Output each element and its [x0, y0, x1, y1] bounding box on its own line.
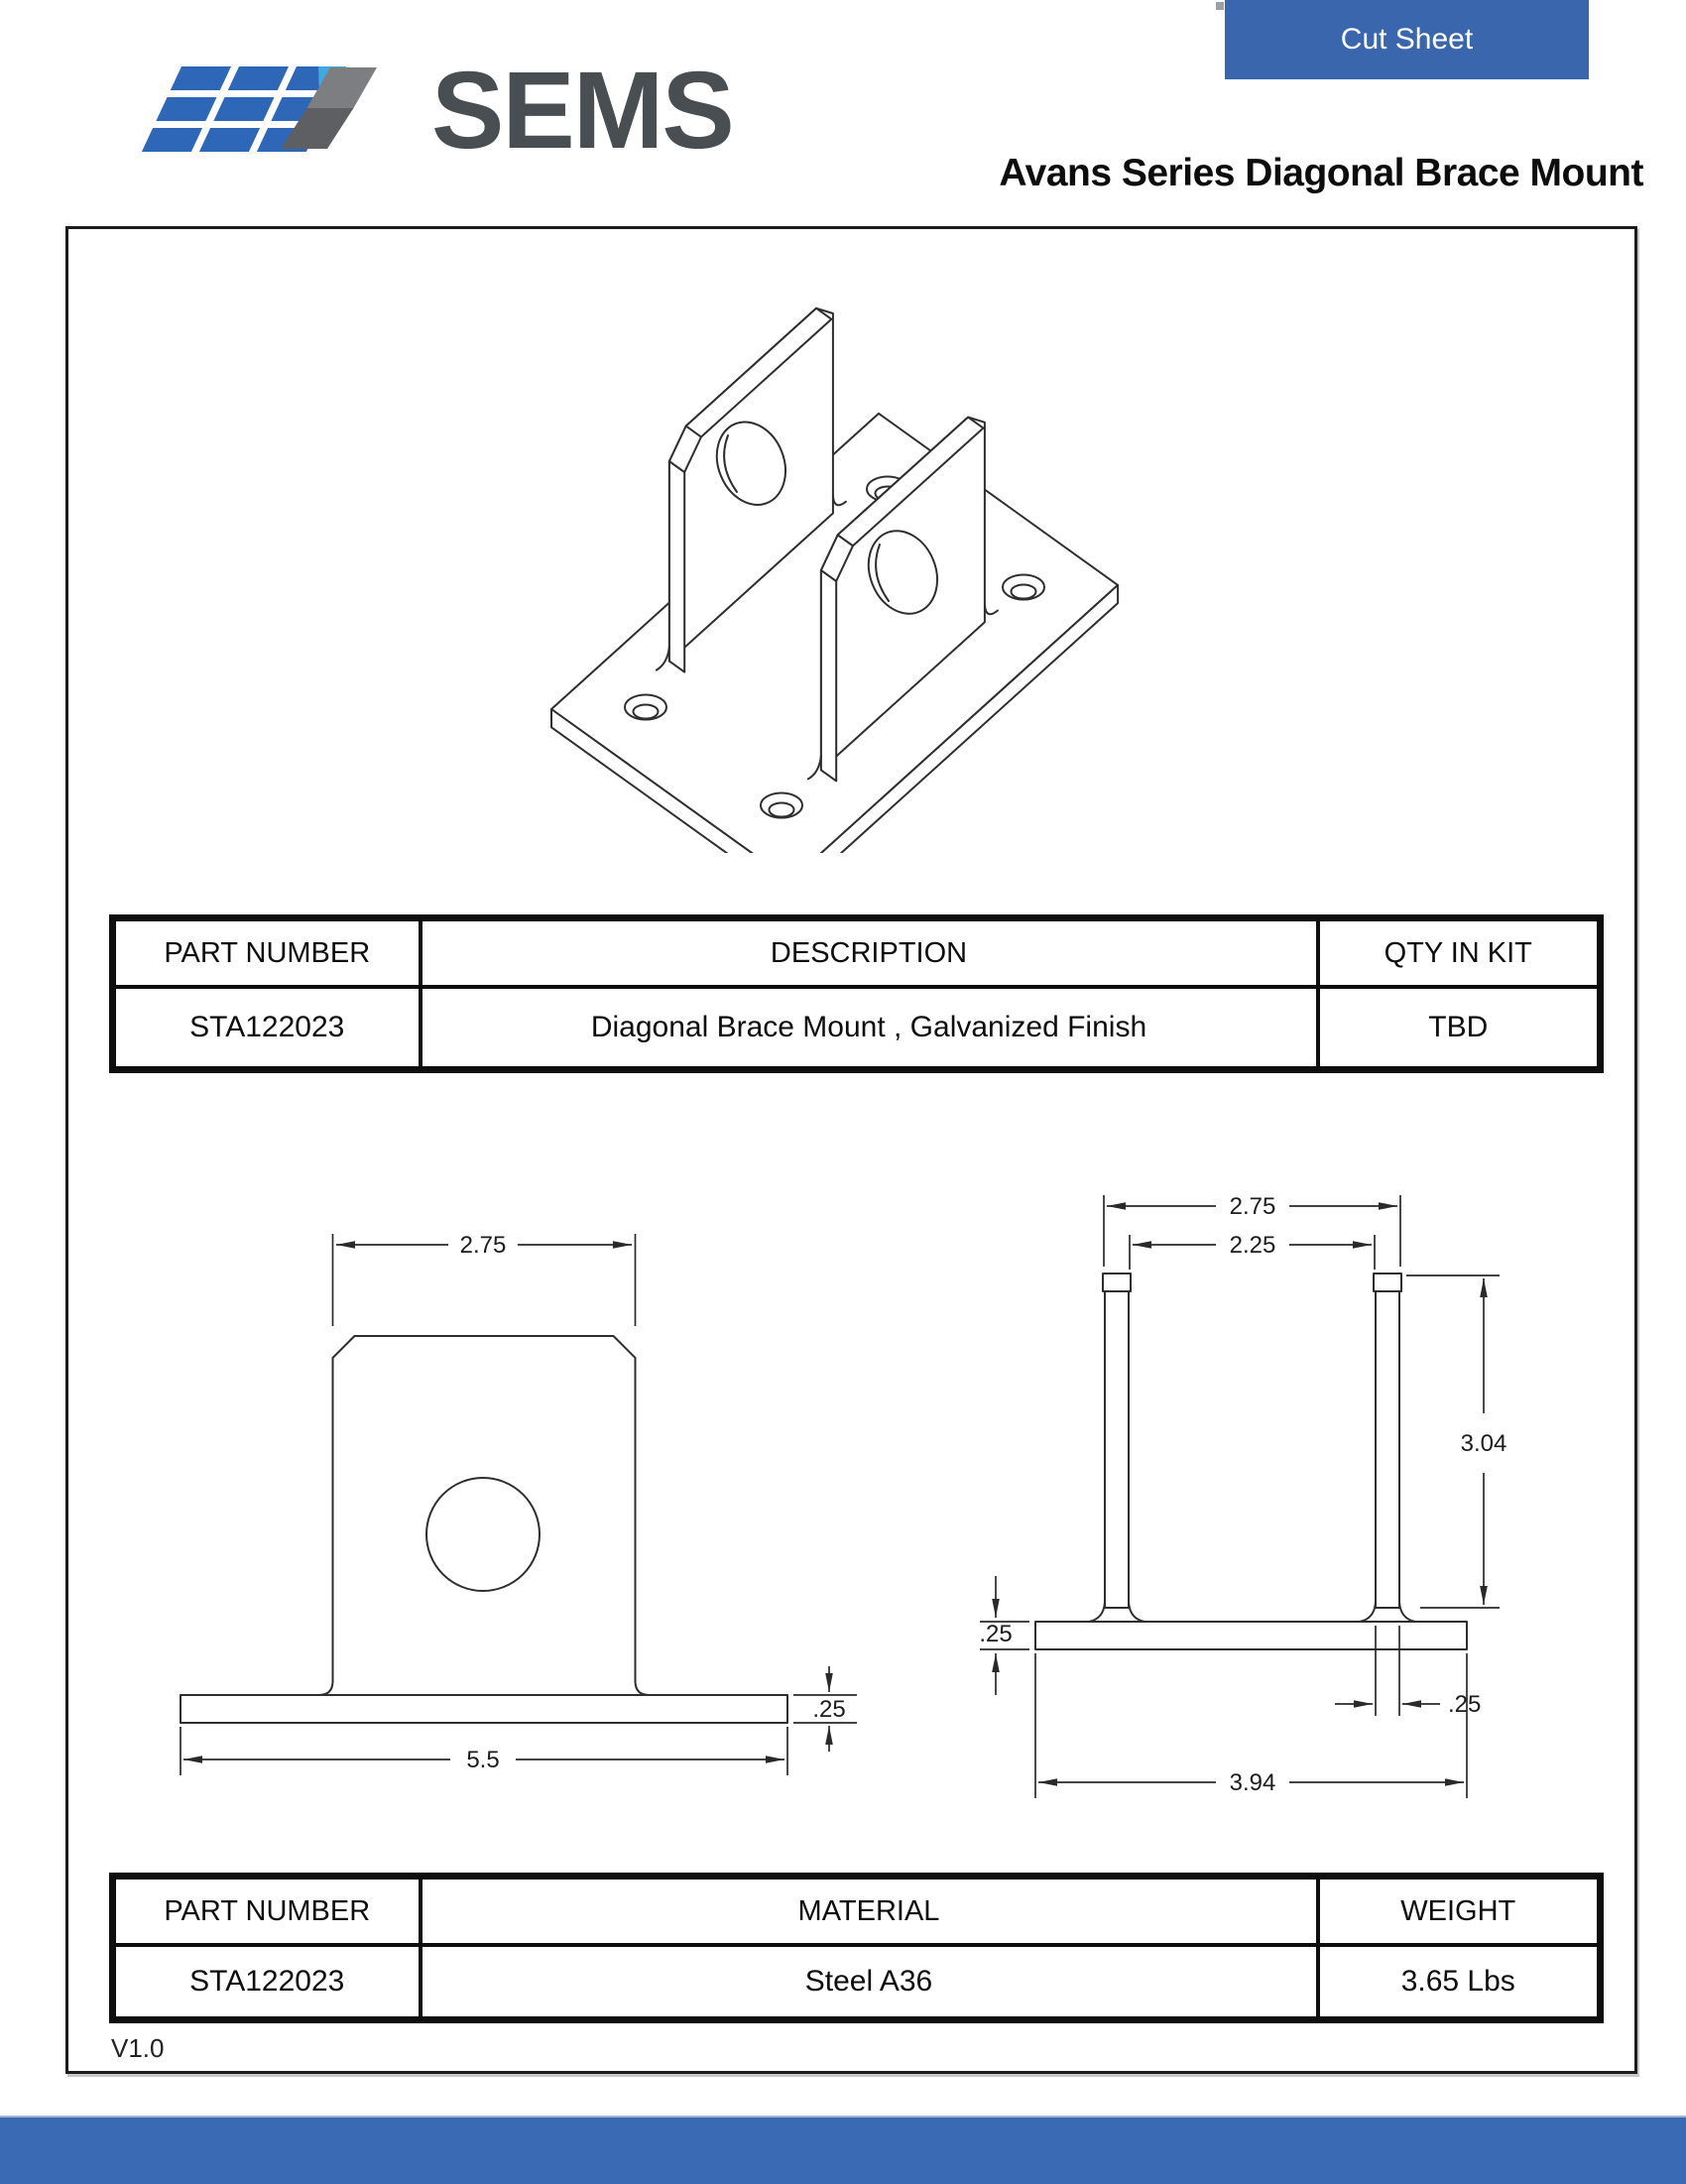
kit-header-description: DESCRIPTION: [418, 915, 1320, 989]
logo-slash-icon: [306, 67, 377, 108]
kit-cell-description: Diagonal Brace Mount , Galvanized Finish: [418, 985, 1320, 1072]
solar-panel-icon: [141, 66, 377, 152]
page-title: Avans Series Diagonal Brace Mount: [999, 152, 1643, 194]
version-label: V1.0: [111, 2033, 165, 2063]
side-dim-plate-height: 3.04: [1461, 1430, 1507, 1457]
spec-table-header-row: PART NUMBER MATERIAL WEIGHT: [110, 1874, 1603, 1947]
logo-brand-text: SEMS: [431, 50, 733, 157]
side-dim-plate-thickness: .25: [1448, 1691, 1481, 1718]
side-view-drawing: 2.75 2.25 3.04 .25 .25: [979, 1193, 1507, 1798]
kit-cell-qty: TBD: [1315, 985, 1603, 1072]
rear-plate: [806, 416, 999, 783]
cut-sheet-button-label: Cut Sheet: [1340, 23, 1474, 56]
spec-header-weight: WEIGHT: [1315, 1874, 1603, 1947]
front-dim-base-thickness: .25: [812, 1696, 845, 1723]
side-dim-outer-width: 2.75: [1230, 1193, 1276, 1220]
spec-table: PART NUMBER MATERIAL WEIGHT STA122023 St…: [109, 1873, 1604, 2023]
spec-header-part-number: PART NUMBER: [110, 1874, 422, 1947]
spec-header-material: MATERIAL: [418, 1874, 1320, 1947]
front-dim-base-width: 5.5: [466, 1747, 499, 1773]
selection-handle-artifact: [1216, 2, 1224, 10]
kit-header-qty: QTY IN KIT: [1315, 915, 1603, 989]
front-dim-plate-width: 2.75: [460, 1232, 507, 1259]
sems-logo: SEMS: [141, 50, 735, 157]
front-plate: [655, 306, 847, 673]
footer-bar: [0, 2116, 1686, 2184]
side-dim-inner-width: 2.25: [1230, 1232, 1276, 1259]
front-view-drawing: 2.75 .25 5.5: [180, 1232, 857, 1775]
kit-table: PART NUMBER DESCRIPTION QTY IN KIT STA12…: [109, 914, 1604, 1073]
spec-cell-material: Steel A36: [418, 1943, 1320, 2022]
spec-table-row: STA122023 Steel A36 3.65 Lbs: [110, 1943, 1603, 2022]
front-plate-hole: [425, 1477, 541, 1592]
kit-header-part-number: PART NUMBER: [110, 915, 422, 989]
isometric-view-drawing: [550, 306, 1120, 853]
side-dim-base-width: 3.94: [1230, 1769, 1276, 1796]
spec-cell-part-number: STA122023: [110, 1943, 422, 2022]
side-dim-base-thickness: .25: [979, 1621, 1012, 1647]
cut-sheet-button[interactable]: Cut Sheet: [1225, 0, 1589, 79]
kit-table-header-row: PART NUMBER DESCRIPTION QTY IN KIT: [110, 915, 1603, 989]
kit-table-row: STA122023 Diagonal Brace Mount , Galvani…: [110, 985, 1603, 1072]
kit-cell-part-number: STA122023: [110, 985, 422, 1072]
spec-cell-weight: 3.65 Lbs: [1315, 1943, 1603, 2022]
